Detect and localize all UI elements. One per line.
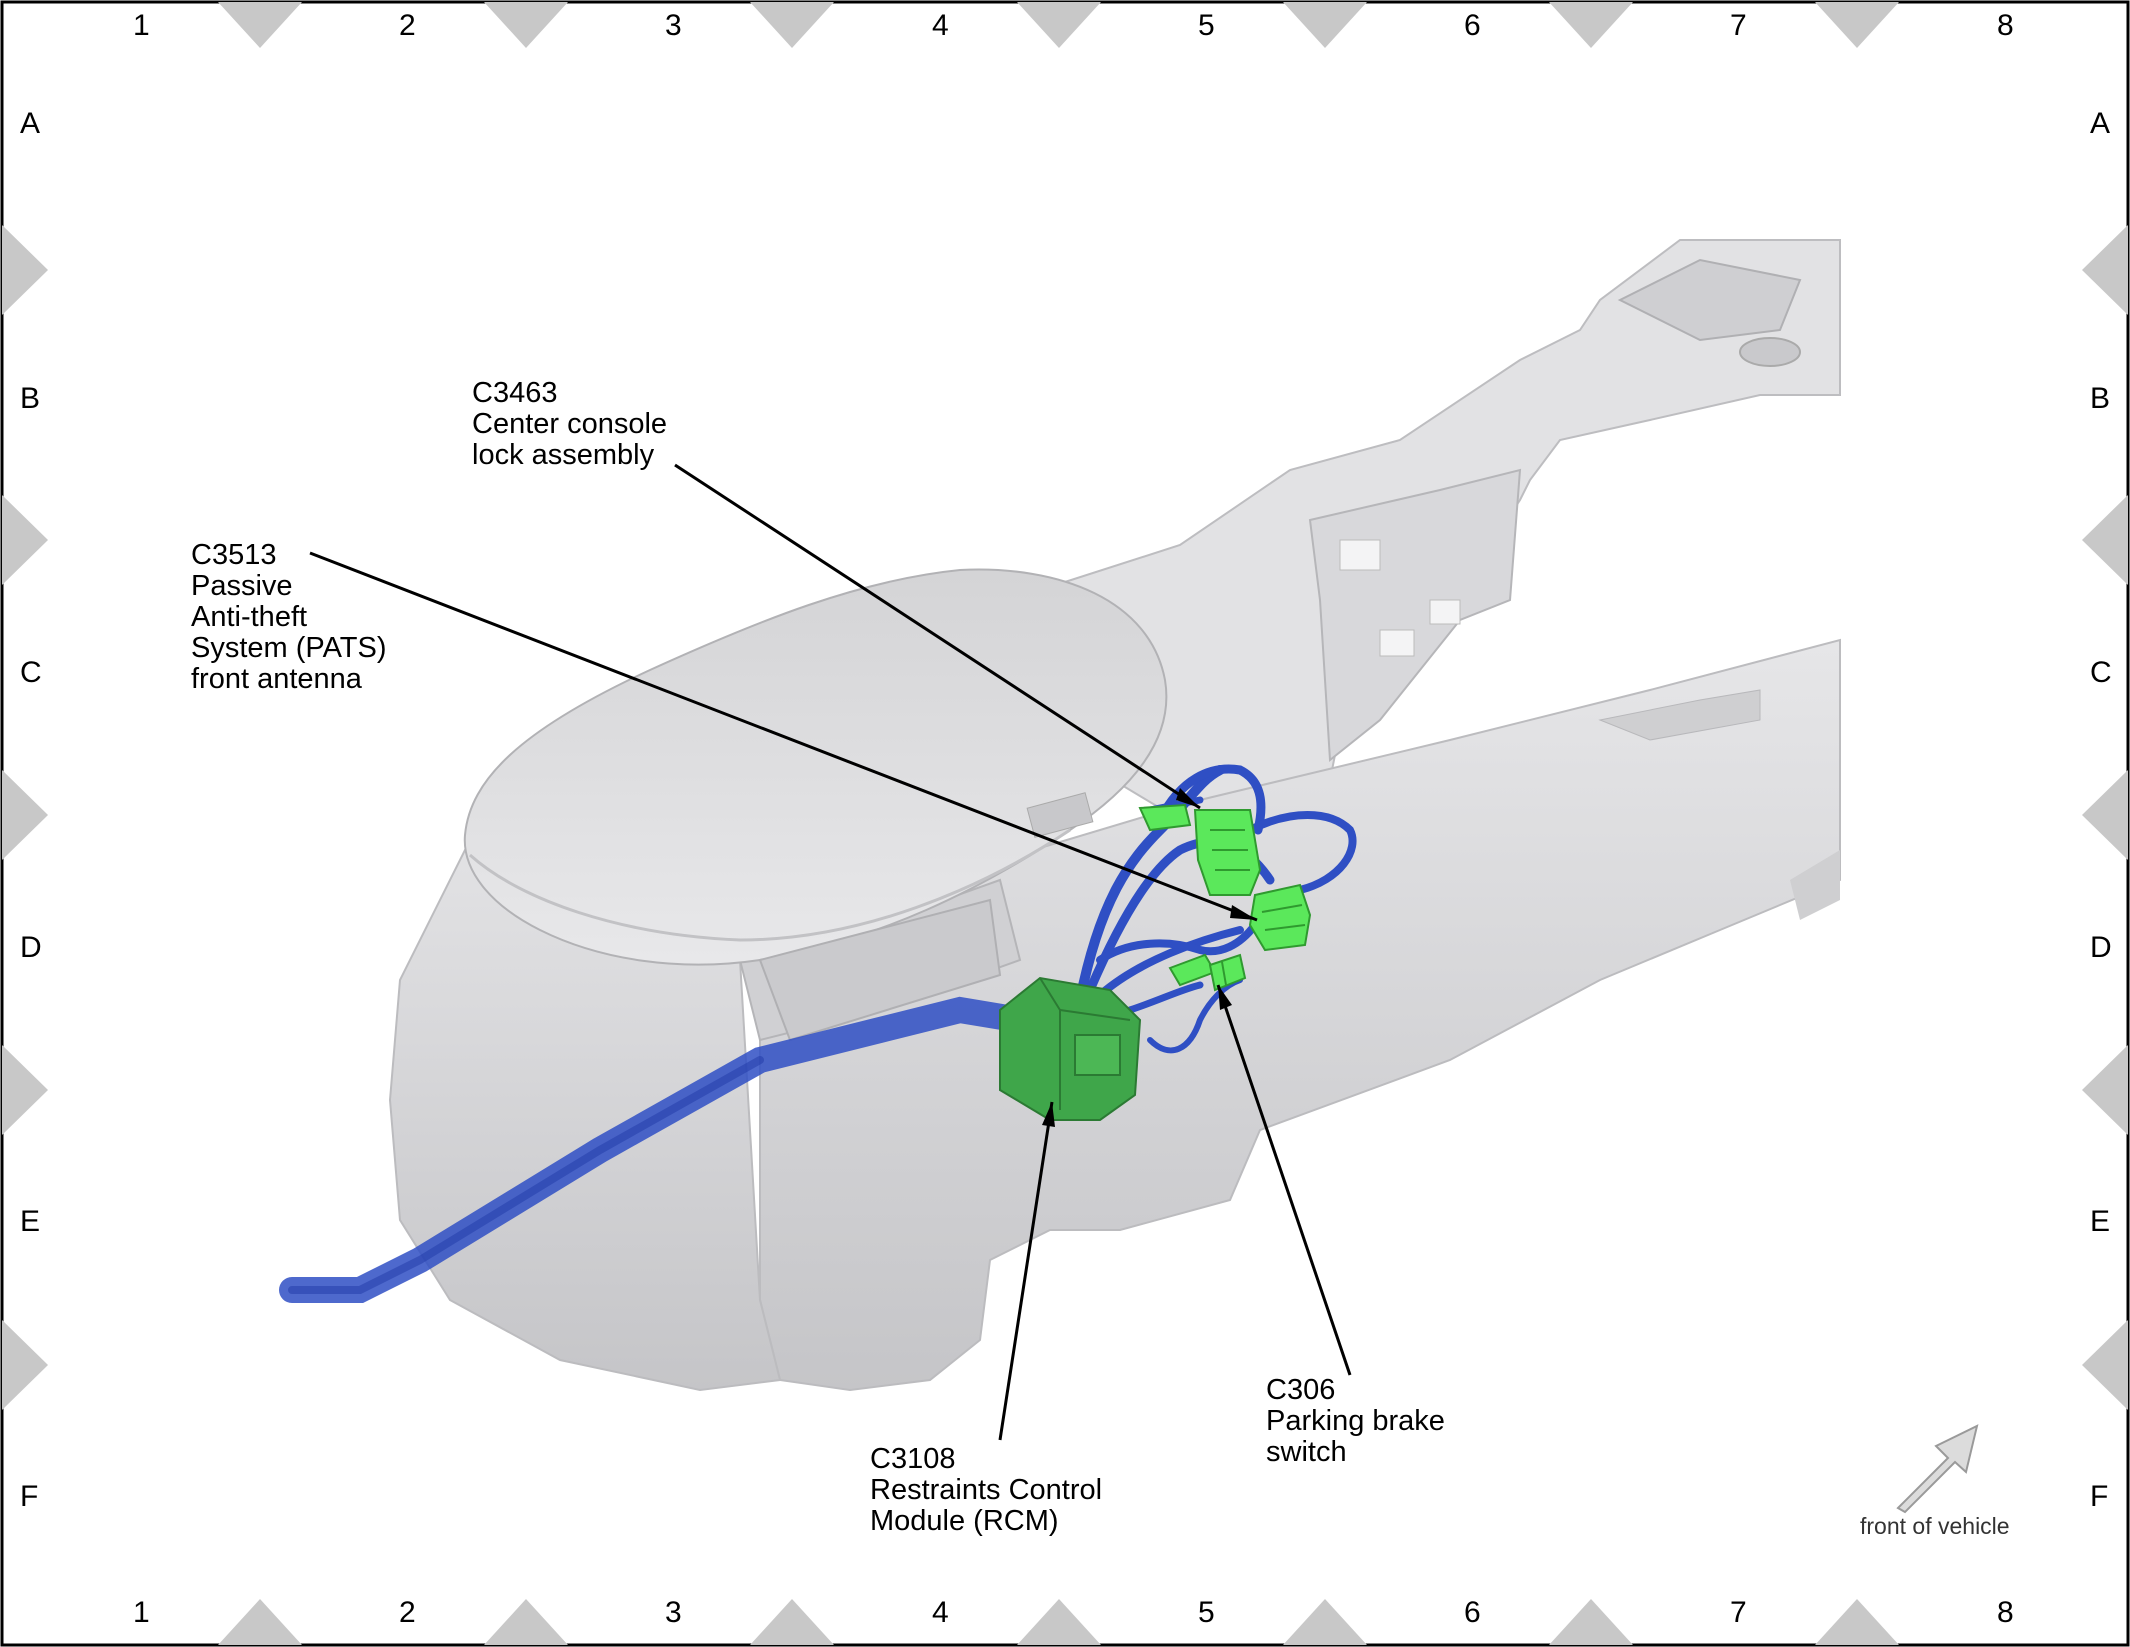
armrest-lid — [463, 568, 1168, 966]
leader-c3513 — [309, 551, 1258, 922]
callout-c3108: C3108 Restraints Control Module (RCM) — [870, 1444, 1102, 1537]
column-label-bottom-3: 3 — [665, 1596, 682, 1629]
row-label-right-D: D — [2090, 931, 2112, 964]
row-label-right-E: E — [2090, 1205, 2111, 1238]
row-label-right-C: C — [2090, 656, 2112, 689]
column-label-top-6: 6 — [1464, 9, 1481, 42]
column-label-top-8: 8 — [1997, 9, 2014, 42]
column-label-top-3: 3 — [665, 9, 682, 42]
callout-line: Anti-theft — [191, 601, 308, 633]
callout-code: C3513 — [191, 539, 277, 571]
column-label-top-4: 4 — [932, 9, 949, 42]
column-label-bottom-1: 1 — [133, 1596, 150, 1629]
callout-line: Passive — [191, 570, 293, 602]
connector-c306 — [1168, 953, 1247, 992]
row-label-left-D: D — [20, 931, 42, 964]
leader-arrowheads — [1042, 788, 1257, 1127]
column-label-bottom-8: 8 — [1997, 1596, 2014, 1629]
callout-line: lock assembly — [472, 439, 655, 471]
callout-line: System (PATS) — [191, 632, 387, 664]
leader-c3463 — [674, 463, 1201, 810]
column-label-bottom-7: 7 — [1730, 1596, 1747, 1629]
leader-c3108 — [998, 1101, 1054, 1441]
column-label-bottom-6: 6 — [1464, 1596, 1481, 1629]
module-c3108 — [999, 976, 1142, 1121]
callout-c3463: C3463 Center console lock assembly — [472, 378, 667, 471]
console-body-right — [759, 638, 1841, 1392]
column-label-top-2: 2 — [399, 9, 416, 42]
arrow-icon — [1896, 1424, 1979, 1514]
left-markers — [2, 225, 48, 1410]
callout-line: Center console — [472, 408, 668, 440]
callout-code: C3463 — [472, 377, 558, 409]
callout-line: switch — [1266, 1436, 1347, 1468]
row-label-left-B: B — [20, 382, 41, 415]
wiring-harness — [279, 764, 1357, 1303]
row-label-right-F: F — [2090, 1480, 2109, 1513]
callout-code: C3108 — [870, 1443, 956, 1475]
row-label-left-A: A — [20, 107, 41, 140]
right-markers — [2082, 225, 2128, 1410]
callout-code: C306 — [1266, 1374, 1336, 1406]
leader-lines — [309, 463, 1352, 1441]
connector-c3513 — [1248, 883, 1312, 952]
row-label-right-A: A — [2090, 107, 2111, 140]
column-label-top-5: 5 — [1198, 9, 1215, 42]
row-label-left-E: E — [20, 1205, 41, 1238]
top-markers — [218, 2, 1899, 48]
callout-line: Parking brake — [1266, 1405, 1445, 1437]
callout-line: front antenna — [191, 663, 362, 695]
callout-c3513: C3513 Passive Anti-theft System (PATS) f… — [191, 540, 387, 695]
leader-c306 — [1216, 984, 1352, 1376]
callout-line: Module (RCM) — [870, 1505, 1059, 1537]
callout-line: Restraints Control — [870, 1474, 1103, 1506]
callout-c306: C306 Parking brake switch — [1266, 1375, 1445, 1468]
connector-small-1 — [1138, 803, 1192, 832]
column-label-top-1: 1 — [133, 9, 150, 42]
column-label-bottom-4: 4 — [932, 1596, 949, 1629]
row-label-left-F: F — [20, 1480, 39, 1513]
column-label-bottom-5: 5 — [1198, 1596, 1215, 1629]
column-label-top-7: 7 — [1730, 9, 1747, 42]
row-label-right-B: B — [2090, 382, 2111, 415]
bottom-markers — [218, 1599, 1899, 1645]
connector-c3463 — [1193, 809, 1262, 896]
front-of-vehicle-label: front of vehicle — [1860, 1513, 2010, 1539]
column-label-bottom-2: 2 — [399, 1596, 416, 1629]
row-label-left-C: C — [20, 656, 42, 689]
console-assembly — [388, 239, 1841, 1392]
